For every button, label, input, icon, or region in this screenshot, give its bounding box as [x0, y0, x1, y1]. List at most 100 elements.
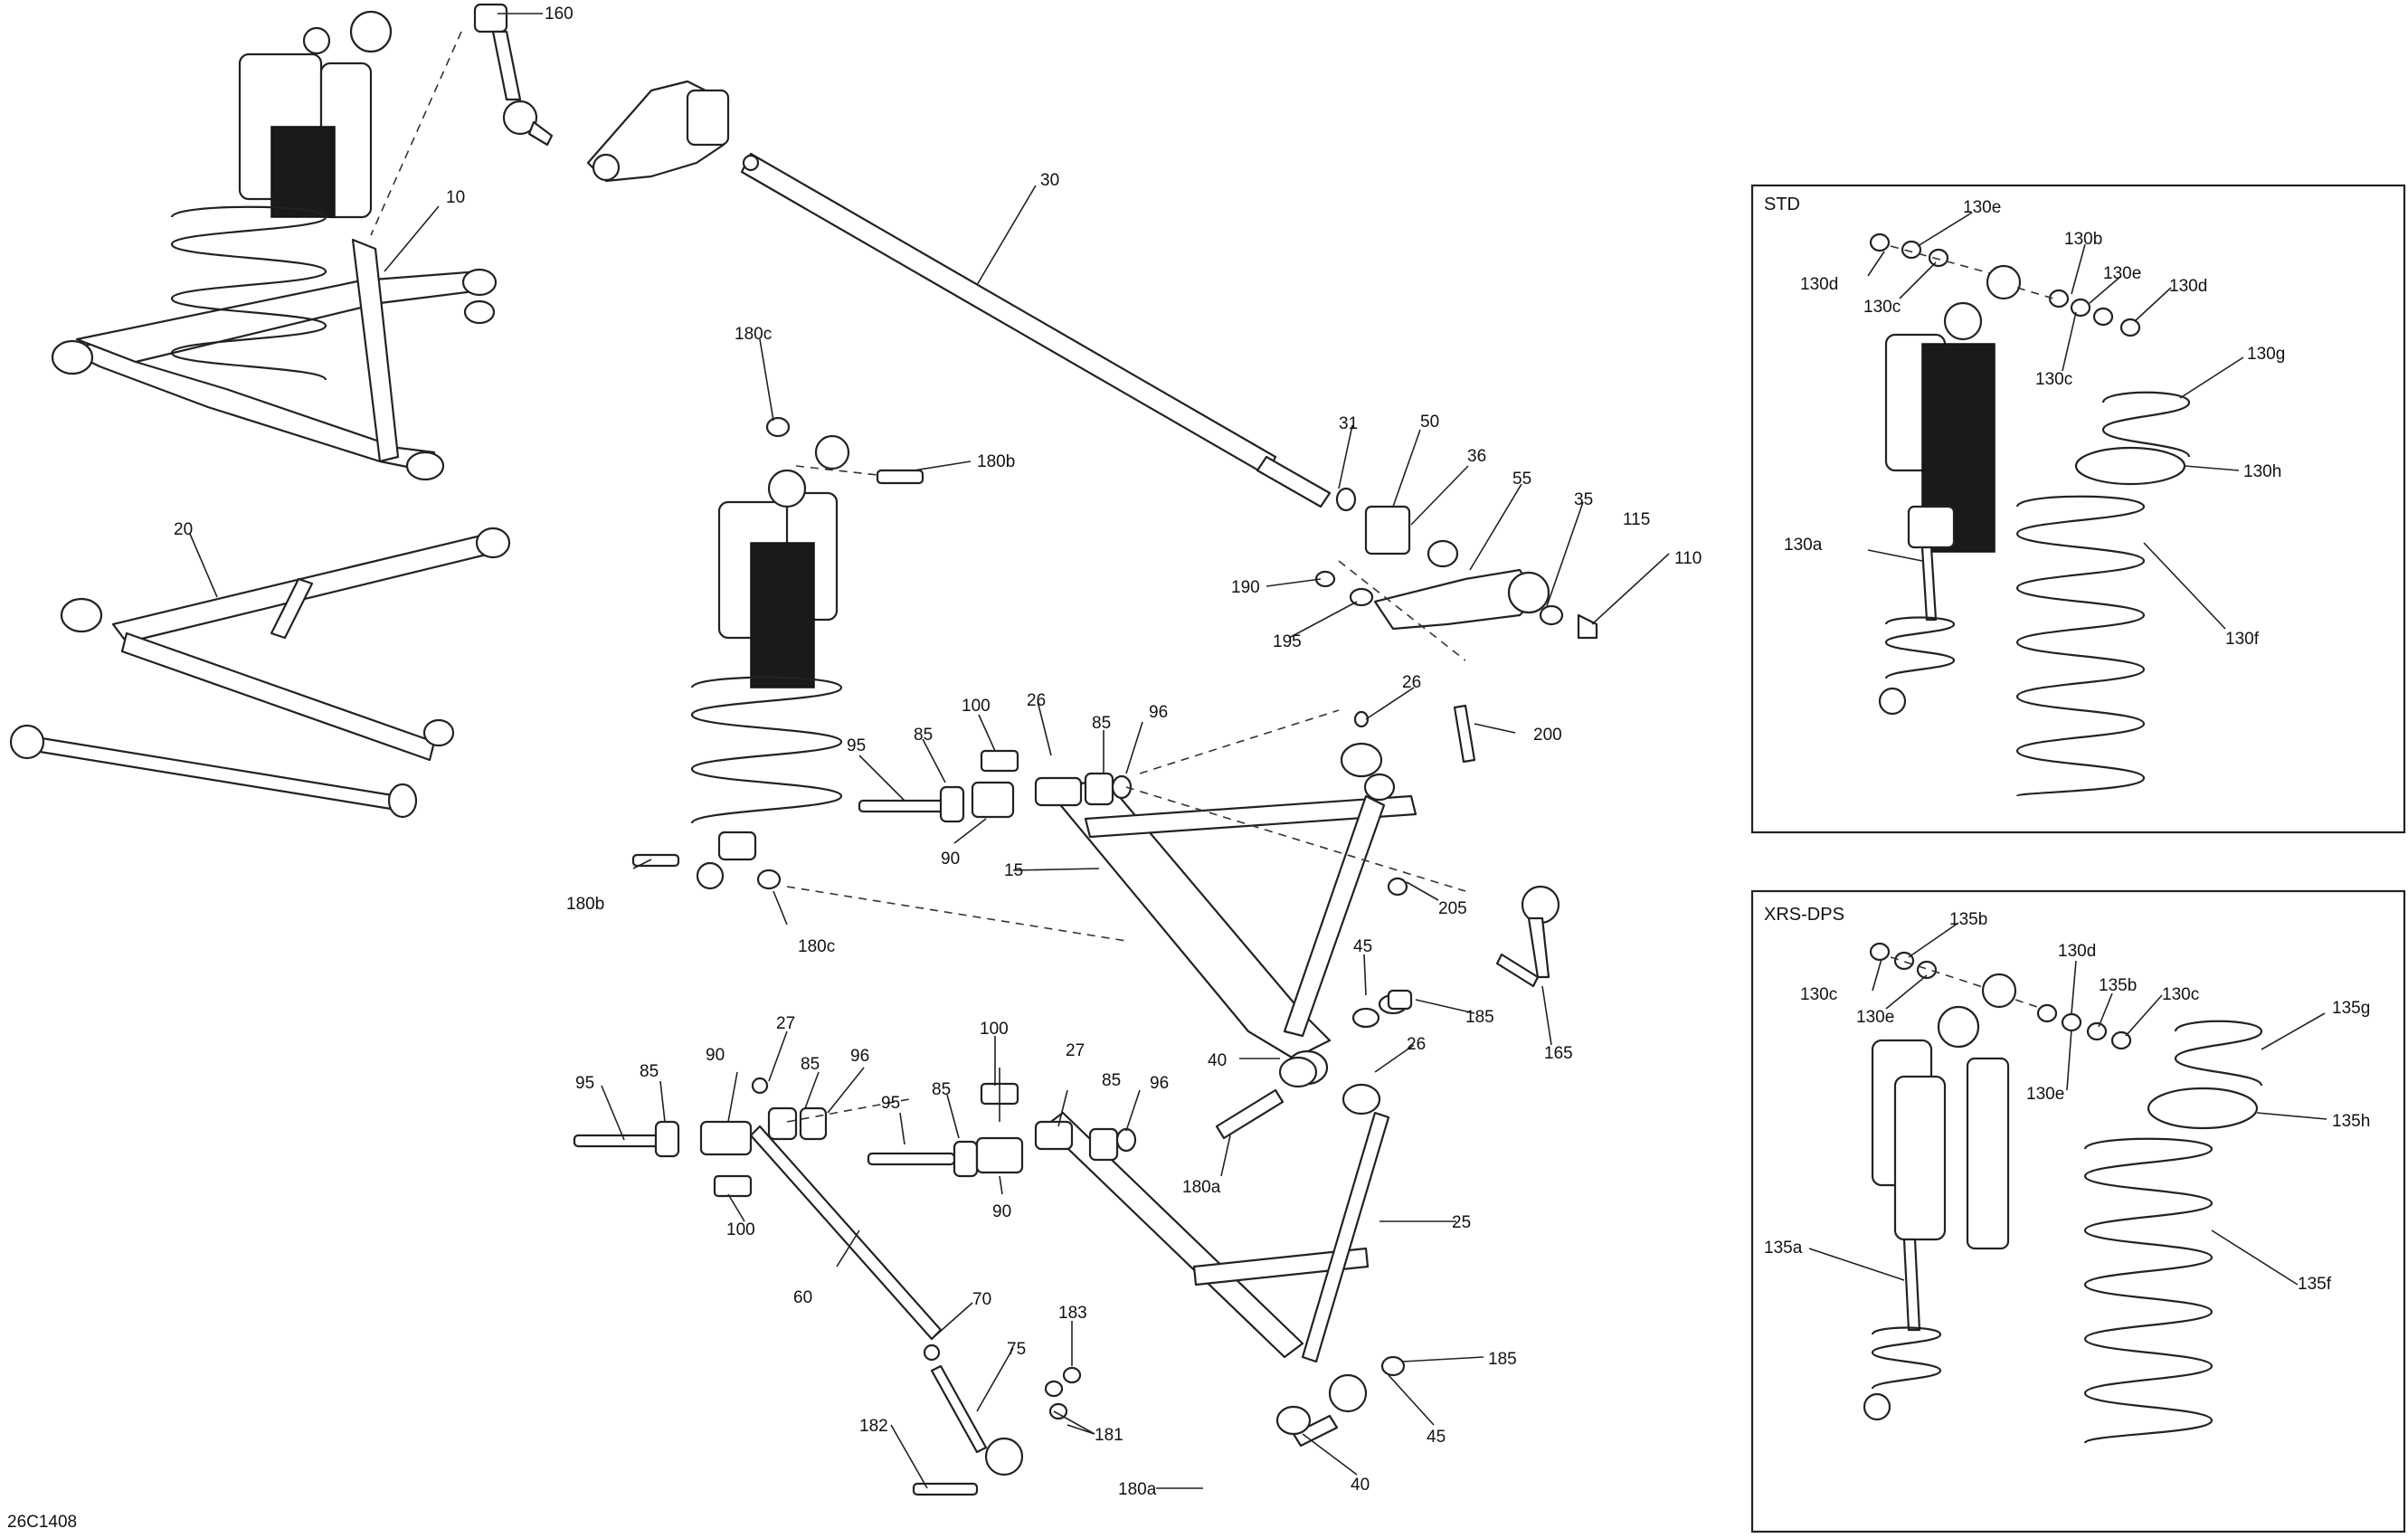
upper-a-arm-20: [60, 527, 511, 762]
figure-code: 26C1408: [7, 1513, 77, 1532]
callout-90-b: 90: [706, 1046, 725, 1065]
callout-185-b: 185: [1488, 1350, 1517, 1369]
callout-185-a: 185: [1465, 1008, 1494, 1027]
callout-100-a: 100: [962, 697, 991, 716]
xrs-callout-130e-b: 130e: [2026, 1085, 2064, 1104]
callout-183: 183: [1058, 1304, 1087, 1323]
callout-181: 181: [1095, 1426, 1123, 1445]
callout-96-a: 96: [1149, 703, 1168, 722]
callout-195: 195: [1273, 632, 1302, 651]
callout-26-a: 26: [1402, 673, 1421, 692]
callout-95-b: 95: [575, 1074, 594, 1093]
xrs-callout-130c-b: 130c: [2162, 985, 2199, 1004]
tie-rod-left: [9, 724, 418, 819]
callout-10: 10: [446, 188, 465, 207]
assembled-shock-and-arm: [51, 10, 498, 481]
std-callout-130b: 130b: [2064, 230, 2102, 249]
callout-40-b: 40: [1351, 1476, 1370, 1495]
callout-95-a: 95: [847, 736, 866, 755]
xrs-callout-135b-a: 135b: [1949, 910, 1987, 929]
rod-60-group: [573, 1077, 1082, 1496]
std-panel-frame: [1750, 184, 2406, 834]
callout-115: 115: [1623, 510, 1650, 529]
xrs-panel-title: XRS-DPS: [1764, 905, 1844, 925]
callout-96-c: 96: [1150, 1074, 1169, 1093]
callout-labels: 160 10 30 20 180c 180b 31 50 36 55 35 11…: [7, 5, 2370, 1532]
callout-55: 55: [1512, 470, 1531, 489]
callout-27-a: 27: [776, 1014, 795, 1033]
std-callout-130f: 130f: [2225, 630, 2260, 649]
callout-190: 190: [1231, 578, 1260, 597]
callout-182: 182: [859, 1417, 888, 1436]
leader-lines: [189, 13, 1670, 1489]
center-shock-assembly: [631, 416, 924, 890]
callout-180b-bot: 180b: [566, 895, 604, 914]
callout-110: 110: [1674, 549, 1702, 568]
callout-100-b: 100: [726, 1220, 755, 1239]
callout-60: 60: [793, 1288, 812, 1307]
callout-180c-top: 180c: [735, 325, 772, 344]
callout-20: 20: [174, 520, 193, 539]
callout-96-b: 96: [850, 1047, 869, 1066]
arm-15-bushings: [858, 704, 1476, 823]
callout-35: 35: [1574, 490, 1593, 509]
callout-90-a: 90: [941, 850, 960, 869]
callout-85-a: 85: [914, 726, 933, 745]
callout-26-c: 26: [1407, 1035, 1426, 1054]
callout-31: 31: [1339, 414, 1358, 433]
tie-rod-end-165: [1495, 885, 1560, 988]
callout-85-d: 85: [640, 1062, 659, 1081]
callout-180a-b: 180a: [1118, 1480, 1157, 1499]
callout-85-f: 85: [932, 1080, 951, 1099]
callout-75: 75: [1007, 1340, 1026, 1359]
callout-27-b: 27: [1066, 1041, 1085, 1060]
std-callout-130e-b: 130e: [2103, 264, 2141, 283]
callout-45-b: 45: [1427, 1428, 1446, 1447]
callout-15: 15: [1004, 861, 1023, 880]
xrs-dps-panel: XRS-DPS: [1750, 889, 2406, 1533]
std-callout-130h: 130h: [2243, 462, 2281, 481]
callout-30: 30: [1040, 171, 1059, 190]
std-callout-130a: 130a: [1784, 536, 1823, 555]
callout-85-c: 85: [801, 1055, 820, 1074]
callout-95-c: 95: [881, 1094, 900, 1113]
std-callout-130e-a: 130e: [1963, 198, 2001, 217]
xrs-callout-135a: 135a: [1764, 1239, 1803, 1258]
std-callout-130c-b: 130c: [2035, 370, 2072, 389]
lower-a-arm-25: [1034, 1083, 1406, 1448]
callout-180c-bot: 180c: [798, 937, 835, 956]
callout-100-c: 100: [980, 1020, 1009, 1039]
tie-rod-end-160: [473, 3, 554, 147]
callout-160: 160: [545, 5, 574, 24]
callout-25: 25: [1452, 1213, 1471, 1232]
callout-70: 70: [972, 1290, 991, 1309]
upper-a-arm-15: [1034, 742, 1417, 1086]
callout-40-a: 40: [1208, 1051, 1227, 1070]
callout-85-e: 85: [1102, 1071, 1121, 1090]
assembly-dash-lines: [370, 31, 1466, 1123]
idler-arm-hardware: [1314, 487, 1598, 640]
xrs-callout-135g: 135g: [2332, 999, 2370, 1018]
callout-90-c: 90: [992, 1202, 1011, 1221]
xrs-panel-frame: [1750, 889, 2406, 1533]
std-callout-130d-b: 130d: [2169, 277, 2207, 296]
callout-205: 205: [1438, 899, 1467, 918]
callout-165: 165: [1544, 1044, 1573, 1063]
lower-hardware-a: [1215, 877, 1413, 1140]
std-callout-130c-a: 130c: [1863, 298, 1901, 317]
callout-180a-a: 180a: [1182, 1178, 1221, 1197]
std-callout-130g: 130g: [2247, 345, 2285, 364]
xrs-callout-130e-a: 130e: [1856, 1008, 1894, 1027]
callout-26-b: 26: [1027, 691, 1046, 710]
xrs-callout-135f: 135f: [2298, 1275, 2332, 1294]
std-panel: STD: [1750, 184, 2406, 834]
xrs-callout-135h: 135h: [2332, 1112, 2370, 1131]
callout-85-b: 85: [1092, 714, 1111, 733]
callout-45-a: 45: [1353, 937, 1372, 956]
callout-36: 36: [1467, 447, 1486, 466]
callout-180b-top: 180b: [977, 452, 1015, 471]
pitman-arm-top: [586, 80, 730, 183]
xrs-callout-135b-b: 135b: [2099, 976, 2137, 995]
steering-shaft-30: [740, 152, 1332, 508]
